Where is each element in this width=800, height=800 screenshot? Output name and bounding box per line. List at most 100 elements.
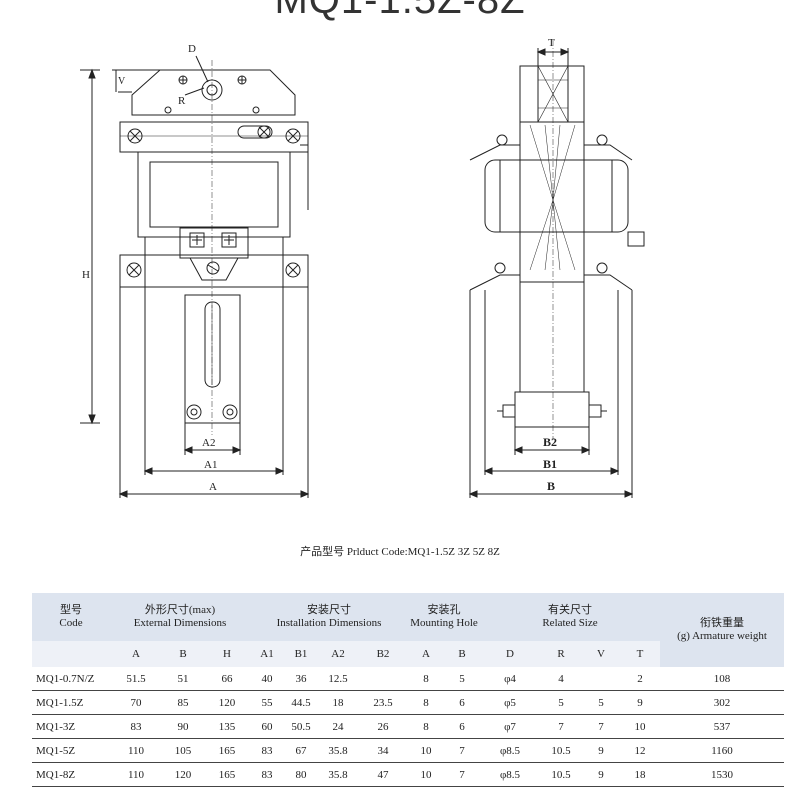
table-cell: 23.5 [358, 690, 408, 715]
header-external-dimensions: 外形尺寸(max)External Dimensions [110, 593, 250, 641]
subheader-cell: B1 [284, 641, 318, 667]
table-cell: φ4 [480, 667, 540, 691]
table-cell: 537 [660, 714, 784, 739]
front-view: D R V H A2 A1 A [80, 43, 310, 498]
table-cell: 110 [110, 762, 162, 787]
side-pin [514, 391, 590, 428]
table-cell [582, 667, 620, 691]
front-upper-yoke [119, 121, 309, 153]
front-coil [137, 151, 291, 238]
front-lower-yoke [119, 254, 309, 288]
technical-drawing: D R V H A2 A1 A [80, 37, 645, 498]
table-cell: 55 [250, 690, 284, 715]
table-cell: φ8.5 [480, 762, 540, 787]
table-cell: 12.5 [318, 667, 358, 691]
table-cell: 24 [318, 714, 358, 739]
table-cell: 120 [204, 690, 250, 715]
table-cell: 10.5 [540, 738, 582, 763]
table-cell: 9 [582, 738, 620, 763]
table-cell: 35.8 [318, 762, 358, 787]
subheader-cell: D [480, 641, 540, 667]
table-cell: 6 [444, 690, 480, 715]
table-cell [358, 667, 408, 691]
table-cell: 165 [204, 738, 250, 763]
subheader-cell: V [582, 641, 620, 667]
table-cell: 83 [250, 762, 284, 787]
table-cell: 40 [250, 667, 284, 691]
side-yoke [519, 121, 585, 283]
table-cell: 18 [620, 762, 660, 787]
label-A1: A1 [204, 459, 217, 471]
table-cell: 8 [408, 667, 444, 691]
table-cell: 135 [204, 714, 250, 739]
table-cell: 12 [620, 738, 660, 763]
table-cell: 110 [110, 738, 162, 763]
code-cell: MQ1-1.5Z [32, 690, 110, 715]
table-cell: 9 [620, 690, 660, 715]
front-plunger [184, 294, 241, 424]
table-cell: 83 [110, 714, 162, 739]
subheader-cell: H [204, 641, 250, 667]
label-A: A [209, 481, 217, 493]
table-cell: 108 [660, 667, 784, 691]
subheader-cell: B2 [358, 641, 408, 667]
table-cell: 105 [162, 738, 204, 763]
code-cell: MQ1-3Z [32, 714, 110, 739]
table-cell: 70 [110, 690, 162, 715]
table-cell: 67 [284, 738, 318, 763]
table-cell: 5 [540, 690, 582, 715]
table-cell: 85 [162, 690, 204, 715]
table-cell: 120 [162, 762, 204, 787]
subheader-cell: B [444, 641, 480, 667]
page-title: MQ1-1.5Z-8Z [274, 0, 526, 22]
table-cell: 66 [204, 667, 250, 691]
table-cell: 34 [358, 738, 408, 763]
table-cell: φ8.5 [480, 738, 540, 763]
table-cell: 26 [358, 714, 408, 739]
side-plunger [519, 281, 585, 393]
table-cell: 80 [284, 762, 318, 787]
label-B1: B1 [543, 457, 557, 471]
table-cell: 60 [250, 714, 284, 739]
table-cell: 10 [408, 738, 444, 763]
table-cell: 10 [620, 714, 660, 739]
table-cell: 6 [444, 714, 480, 739]
table-cell: φ7 [480, 714, 540, 739]
side-top-cap [519, 65, 585, 123]
label-T: T [548, 37, 555, 49]
table-cell: 8 [408, 690, 444, 715]
code-cell: MQ1-0.7N/Z [32, 667, 110, 691]
table-cell: 8 [408, 714, 444, 739]
table-cell: 4 [540, 667, 582, 691]
table-cell: 2 [620, 667, 660, 691]
subheader-cell: R [540, 641, 582, 667]
table-cell: 7 [540, 714, 582, 739]
label-D: D [188, 43, 196, 55]
table-cell: 7 [444, 738, 480, 763]
code-cell: MQ1-5Z [32, 738, 110, 763]
label-H: H [82, 269, 90, 281]
label-A2: A2 [202, 437, 215, 449]
table-cell: 5 [582, 690, 620, 715]
table-cell: 10.5 [540, 762, 582, 787]
label-V: V [118, 76, 126, 87]
side-view: T B2 B1 B [468, 37, 645, 498]
table-cell: φ5 [480, 690, 540, 715]
code-cell: MQ1-8Z [32, 762, 110, 787]
table-cell: 44.5 [284, 690, 318, 715]
table-cell: 90 [162, 714, 204, 739]
table-cell: 50.5 [284, 714, 318, 739]
label-R: R [178, 95, 186, 107]
front-top-plate [131, 69, 296, 116]
table-cell: 165 [204, 762, 250, 787]
table-cell: 51 [162, 667, 204, 691]
table-cell: 35.8 [318, 738, 358, 763]
